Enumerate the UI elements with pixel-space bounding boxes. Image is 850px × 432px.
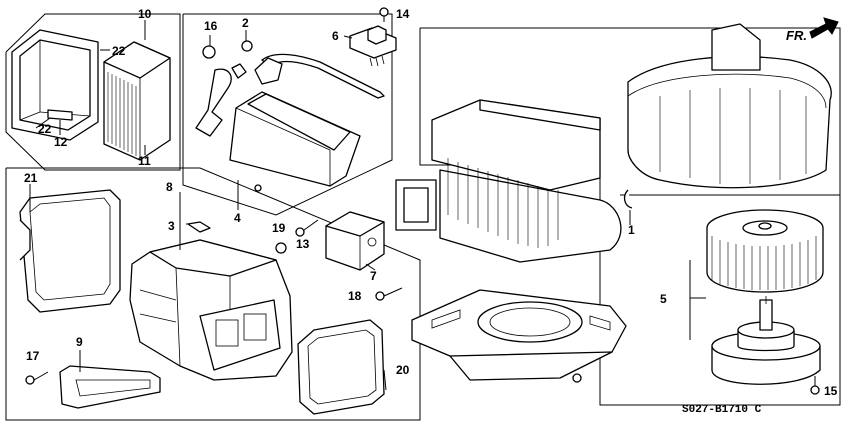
front-direction-arrow: FR. [786, 17, 839, 43]
label-6: 6 [332, 29, 339, 43]
lower-case-part [411, 289, 627, 381]
label-4: 4 [234, 211, 241, 225]
heater-housing-part [129, 239, 293, 381]
label-20: 20 [396, 363, 410, 377]
blower-motor-part [711, 296, 821, 385]
label-13: 13 [296, 237, 310, 251]
label-21: 21 [24, 171, 38, 185]
label-8: 8 [166, 180, 173, 194]
part-labels: 10 22 22 12 11 16 2 6 14 4 8 3 19 13 7 1… [24, 7, 838, 416]
label-16: 16 [204, 19, 218, 33]
fan-wheel-part [706, 209, 824, 293]
label-19: 19 [272, 221, 286, 235]
screw-evaporator [254, 184, 262, 192]
label-22-top: 22 [112, 44, 126, 58]
label-3: 3 [168, 219, 175, 233]
scroll-housing-part [627, 23, 832, 189]
seal-21-part [19, 189, 121, 313]
clip-1 [623, 189, 633, 209]
label-9: 9 [76, 335, 83, 349]
actuator-part [325, 211, 385, 271]
filter-frame-part [11, 29, 99, 141]
label-5: 5 [660, 292, 667, 306]
drawing-code: S027-B1710 C [682, 404, 762, 416]
screw-17 [25, 371, 49, 385]
clip-parts-2-16 [202, 40, 253, 59]
label-12: 12 [54, 135, 68, 149]
blower-group-frame [419, 27, 841, 406]
label-2: 2 [242, 16, 249, 30]
resistor-part [349, 7, 397, 67]
label-15: 15 [824, 384, 838, 398]
screw-18 [375, 287, 403, 301]
blower-upper-housing-part [395, 99, 622, 263]
bracket-9-part [59, 365, 161, 409]
label-22-bottom: 22 [38, 122, 52, 136]
label-1: 1 [628, 223, 635, 237]
screw-15 [810, 376, 820, 395]
leader-lines [29, 20, 706, 391]
filter-element-part [103, 41, 171, 161]
expansion-valve-part [254, 57, 283, 85]
label-10: 10 [138, 7, 152, 21]
label-11: 11 [138, 154, 151, 168]
evaporator-part [195, 53, 385, 187]
front-direction-label: FR. [786, 28, 807, 43]
label-17: 17 [26, 349, 40, 363]
label-7: 7 [370, 269, 377, 283]
screw-lower-case [572, 373, 582, 383]
label-18: 18 [348, 289, 362, 303]
filter-group-frame [5, 13, 181, 171]
clip-3 [187, 221, 211, 233]
clip-19 [275, 242, 287, 254]
evaporator-group-frame [182, 13, 393, 216]
screw-13 [295, 219, 319, 237]
label-14: 14 [396, 7, 410, 21]
seal-20-part [297, 319, 385, 415]
